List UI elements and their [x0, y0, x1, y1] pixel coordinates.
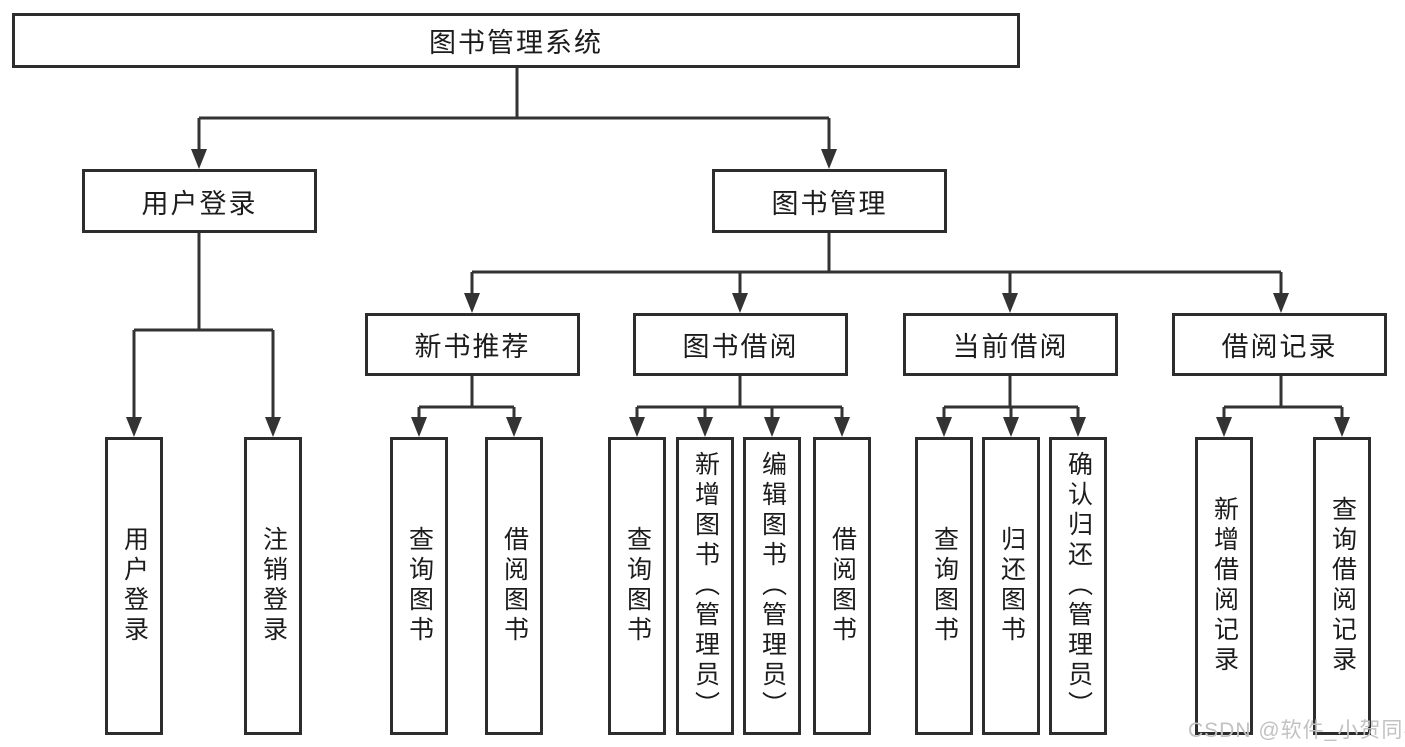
arrowhead-icon	[764, 417, 780, 437]
leaf-return-books: 归还图书	[982, 437, 1040, 735]
leaf-borrow-books: 借阅图书	[813, 437, 871, 735]
arrowhead-icon	[1216, 417, 1232, 437]
leaf-borrow-books-recommend: 借阅图书	[485, 437, 543, 735]
leaf-confirm-return-admin: 确认归还（管理员）	[1049, 437, 1107, 735]
arrowhead-icon	[1273, 293, 1289, 313]
arrowhead-icon	[1003, 417, 1019, 437]
connector-userlogin-to-leaves	[132, 233, 275, 419]
arrowhead-icon	[1334, 417, 1350, 437]
connector-bookmgmt-to-level3	[470, 233, 1283, 295]
leaf-query-books-current: 查询图书	[915, 437, 973, 735]
arrowhead-icon	[265, 417, 281, 437]
arrowhead-icon	[464, 293, 480, 313]
arrowhead-icon	[191, 149, 207, 169]
leaf-query-borrow-record: 查询借阅记录	[1313, 437, 1371, 735]
node-user-login: 用户登录	[82, 169, 317, 233]
arrowhead-icon	[1070, 417, 1086, 437]
connector-root-to-level2	[197, 68, 831, 151]
arrowhead-icon	[411, 417, 427, 437]
arrowhead-icon	[732, 293, 748, 313]
leaf-edit-books-admin: 编辑图书（管理员）	[743, 437, 801, 735]
arrowhead-icon	[936, 417, 952, 437]
leaf-add-borrow-record: 新增借阅记录	[1195, 437, 1253, 735]
node-book-management: 图书管理	[712, 169, 947, 233]
arrowhead-icon	[697, 417, 713, 437]
arrowhead-icon	[629, 417, 645, 437]
node-book-borrow: 图书借阅	[633, 313, 848, 376]
node-borrow-record: 借阅记录	[1172, 313, 1387, 376]
leaf-logout: 注销登录	[244, 437, 302, 735]
arrowhead-icon	[1002, 293, 1018, 313]
connector-newbook-to-leaves	[417, 376, 516, 419]
arrowhead-icon	[506, 417, 522, 437]
arrowhead-icon	[821, 149, 837, 169]
node-current-borrow: 当前借阅	[903, 313, 1118, 376]
leaf-query-books-borrow: 查询图书	[608, 437, 666, 735]
arrowhead-icon	[834, 417, 850, 437]
connector-currentborrow-to-leaves	[942, 376, 1080, 419]
leaf-user-login: 用户登录	[105, 437, 163, 735]
connector-borrowrecord-to-leaves	[1222, 376, 1344, 419]
leaf-add-books-admin: 新增图书（管理员）	[676, 437, 734, 735]
node-root-system: 图书管理系统	[12, 13, 1020, 68]
arrowhead-icon	[126, 417, 142, 437]
watermark: CSDN @软件_小贺同学	[1188, 719, 1405, 742]
node-new-book-recommend: 新书推荐	[365, 313, 580, 376]
leaf-query-books-recommend: 查询图书	[390, 437, 448, 735]
connector-bookborrow-to-leaves	[635, 376, 844, 419]
